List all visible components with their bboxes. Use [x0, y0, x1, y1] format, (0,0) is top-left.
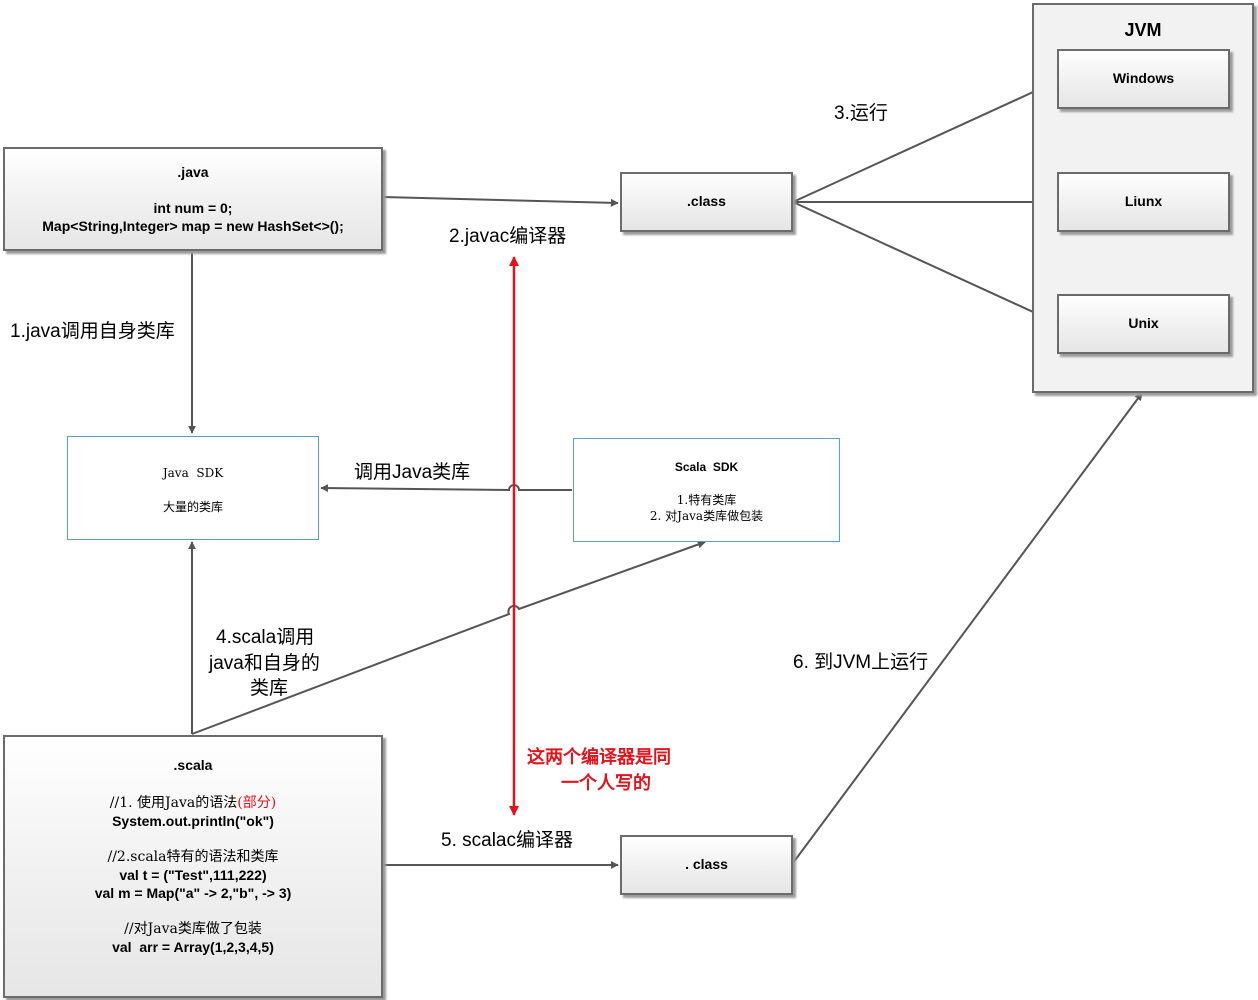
scala-comment-line: //1. 使用Java的语法(部分)	[5, 793, 381, 812]
label-scalac-compiler: 5. scalac编译器	[441, 830, 573, 851]
java-sdk-subtitle: 大量的类库	[162, 500, 223, 514]
label-same-author-2: 一个人写的	[561, 773, 651, 794]
label-javac-compiler: 2.javac编译器	[449, 226, 567, 247]
scala-code-line: val arr = Array(1,2,3,4,5)	[112, 939, 274, 955]
arrow-scalasdk-to-javasdk	[320, 484, 572, 493]
scala-comment-highlight: (部分)	[237, 795, 277, 811]
arrow-class-to-unix	[792, 201, 1056, 323]
jvm-target-label: Windows	[1112, 70, 1175, 86]
arrow-java-to-class	[382, 196, 619, 207]
scala-code-line: val t = ("Test",111,222)	[119, 867, 267, 883]
scala-comment-text: //1. 使用Java的语法	[109, 795, 238, 811]
label-java-call-own-lib: 1.java调用自身类库	[10, 321, 175, 342]
label-call-java-lib: 调用Java类库	[354, 462, 471, 483]
scala-comment-line: //对Java类库做了包装	[124, 921, 262, 937]
jvm-target-unix: Unix	[1057, 294, 1230, 354]
scala-code-line: System.out.println("ok")	[112, 813, 274, 829]
class-label: . class	[685, 856, 728, 872]
java-code-line: int num = 0;	[153, 200, 233, 216]
label-scala-call-3: 类库	[250, 678, 289, 699]
arrow-class-to-windows	[792, 81, 1056, 203]
jvm-target-label: Unix	[1128, 315, 1159, 331]
java-sdk-box: Java SDK 大量的类库	[67, 436, 319, 540]
scala-sdk-box: Scala SDK 1.特有类库 2. 对Java类库做包装	[573, 438, 840, 542]
java-sdk-title: Java SDK	[162, 466, 224, 480]
scala-box-title: .scala	[173, 757, 213, 773]
label-same-author-1: 这两个编译器是同	[527, 747, 671, 768]
label-run-on-jvm: 6. 到JVM上运行	[793, 652, 929, 673]
arrow-class-to-jvm	[792, 392, 1143, 864]
label-run: 3.运行	[834, 103, 888, 124]
java-box-title: .java	[177, 164, 209, 180]
scala-source-box: .scala //1. 使用Java的语法(部分) System.out.pri…	[3, 735, 383, 998]
class-file-top: .class	[620, 172, 793, 232]
scala-sdk-title: Scala SDK	[674, 460, 739, 474]
class-file-bottom: . class	[620, 835, 793, 895]
scala-code-line: val m = Map("a" -> 2,"b", -> 3)	[94, 885, 292, 901]
class-label: .class	[687, 193, 726, 209]
label-scala-call-1: 4.scala调用	[216, 627, 315, 648]
jvm-target-liunx: Liunx	[1057, 172, 1230, 232]
java-source-box: .java int num = 0; Map<String,Integer> m…	[3, 147, 383, 251]
jvm-title: JVM	[1124, 20, 1162, 40]
scala-sdk-item: 2. 对Java类库做包装	[649, 509, 764, 523]
java-code-line: Map<String,Integer> map = new HashSet<>(…	[42, 218, 344, 234]
jvm-target-windows: Windows	[1057, 49, 1230, 109]
label-scala-call-2: java和自身的	[209, 653, 320, 674]
scala-comment-line: //2.scala特有的语法和类库	[107, 849, 279, 865]
jvm-target-label: Liunx	[1124, 193, 1163, 209]
scala-sdk-item: 1.特有类库	[676, 493, 737, 507]
